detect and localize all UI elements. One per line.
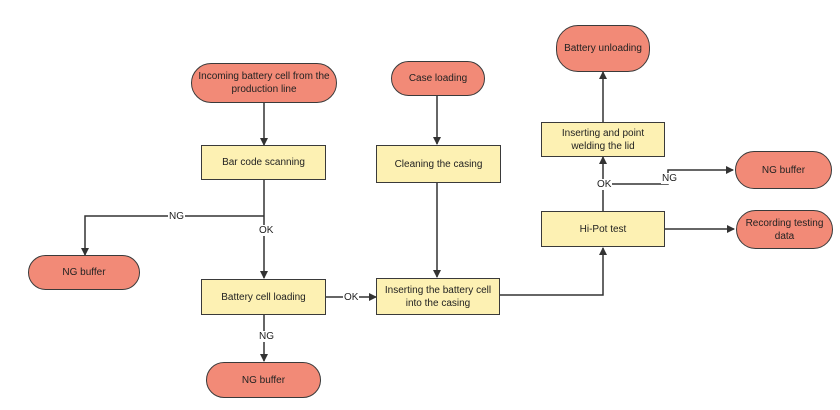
node-recording-testing-data: Recording testing data bbox=[736, 210, 833, 249]
node-ng-buffer-left: NG buffer bbox=[28, 255, 140, 290]
edge-label-ng-cell-loading: NG bbox=[258, 331, 275, 342]
edge-label-ng-barcode: NG bbox=[168, 211, 185, 222]
edge-label-ng-hipot: NG bbox=[661, 173, 678, 184]
node-inserting-battery-cell: Inserting the battery cell into the casi… bbox=[376, 278, 500, 315]
node-case-loading: Case loading bbox=[391, 61, 485, 96]
node-battery-cell-loading: Battery cell loading bbox=[201, 279, 326, 315]
arrow-barcode-to-ng-buffer-left bbox=[81, 215, 264, 256]
node-hi-pot-test: Hi-Pot test bbox=[541, 211, 665, 247]
edge-label-ok-cell-loading: OK bbox=[343, 292, 360, 303]
arrow-inserting-to-hipot bbox=[500, 247, 607, 296]
node-ng-buffer-right: NG buffer bbox=[735, 151, 832, 189]
edge-label-ok-hipot: OK bbox=[596, 179, 613, 190]
edge-label-ok-barcode: OK bbox=[258, 225, 275, 236]
node-incoming-battery-cell: Incoming battery cell from the productio… bbox=[191, 63, 337, 103]
node-inserting-point-welding: Inserting and point welding the lid bbox=[541, 122, 665, 157]
node-cleaning-casing: Cleaning the casing bbox=[376, 145, 501, 183]
node-battery-unloading: Battery unloading bbox=[556, 25, 650, 72]
node-ng-buffer-bottom: NG buffer bbox=[206, 362, 321, 398]
node-bar-code-scanning: Bar code scanning bbox=[201, 145, 326, 180]
